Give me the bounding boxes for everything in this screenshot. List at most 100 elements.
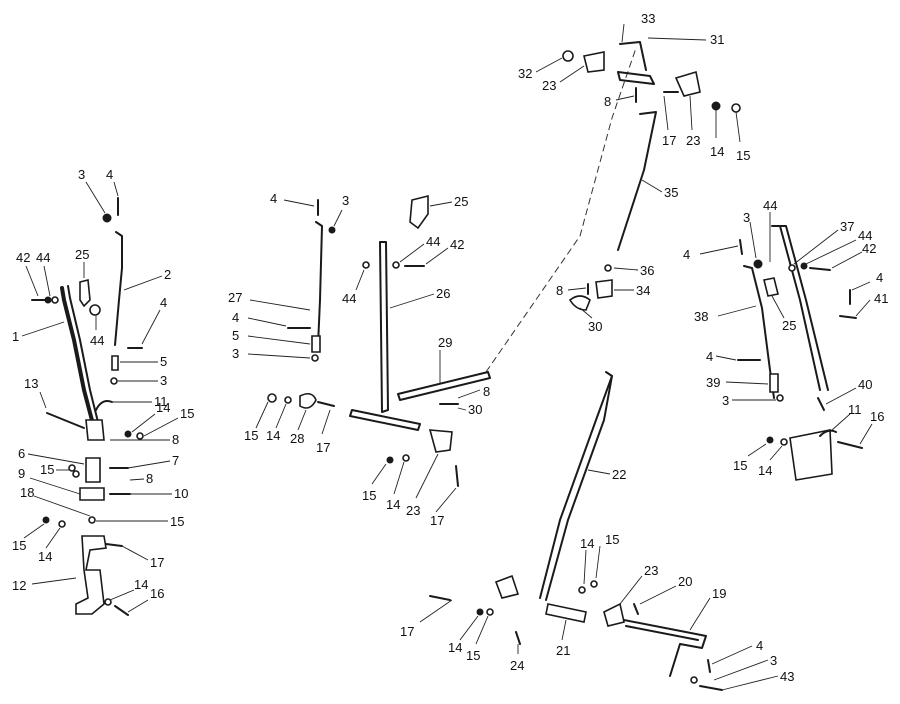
callout-label: 17	[662, 133, 676, 148]
callout: 32	[518, 57, 563, 81]
right-lever-assembly	[737, 225, 863, 481]
callout-label: 3	[743, 210, 750, 225]
callout: 16	[127, 586, 164, 613]
callout: 15	[143, 406, 194, 437]
callout-label: 25	[782, 318, 796, 333]
callout: 37	[793, 219, 854, 265]
callout-label: 34	[636, 283, 650, 298]
callout-label: 41	[874, 291, 888, 306]
callout: 21	[556, 619, 570, 658]
callout-label: 16	[870, 409, 884, 424]
callout-label: 4	[756, 638, 763, 653]
callout-label: 14	[448, 640, 462, 655]
callout-label: 26	[436, 286, 450, 301]
bottom-pedal-assembly	[429, 371, 723, 691]
callout: 36	[613, 263, 654, 278]
callout: 13	[24, 376, 47, 409]
callout-label: 15	[733, 458, 747, 473]
callout: 9	[18, 466, 81, 495]
callout: 30	[457, 402, 482, 417]
callout: 11	[831, 402, 862, 431]
callout-label: 37	[840, 219, 854, 234]
callout: 22	[587, 467, 626, 482]
callout-label: 15	[244, 428, 258, 443]
callout-label: 11	[848, 402, 862, 417]
callout-label: 17	[400, 624, 414, 639]
callout: 15	[733, 443, 767, 473]
callout: 43	[721, 669, 794, 691]
callout: 40	[825, 377, 872, 405]
callout: 3	[713, 653, 777, 681]
callout: 26	[389, 286, 450, 309]
callout: 14	[109, 577, 148, 601]
callout-label: 44	[36, 250, 50, 265]
callout: 14	[580, 536, 594, 585]
callout-label: 42	[450, 237, 464, 252]
callout: 14	[710, 110, 724, 159]
callout-label: 9	[18, 466, 25, 481]
callout-label: 8	[604, 94, 611, 109]
callout: 29	[438, 335, 452, 384]
callout-label: 4	[160, 295, 167, 310]
callout: 8	[129, 471, 153, 486]
callout-label: 7	[172, 453, 179, 468]
callout-label: 2	[164, 267, 171, 282]
callout-label: 42	[16, 250, 30, 265]
callout-label: 3	[160, 373, 167, 388]
callout-label: 19	[712, 586, 726, 601]
callout-label: 23	[644, 563, 658, 578]
callout-label: 44	[858, 228, 872, 243]
callout: 15	[96, 514, 184, 529]
callout-label: 21	[556, 643, 570, 658]
callout-label: 14	[580, 536, 594, 551]
callout: 25	[429, 194, 468, 209]
callout-label: 42	[862, 241, 876, 256]
callout-label: 14	[266, 428, 280, 443]
callout: 18	[20, 485, 91, 517]
callout: 4	[106, 167, 119, 197]
callout: 24	[510, 644, 524, 673]
callout: 23	[619, 563, 658, 605]
callout: 17	[430, 487, 457, 528]
callout-label: 23	[406, 503, 420, 518]
callout: 17	[662, 95, 676, 148]
callout-label: 13	[24, 376, 38, 391]
callout: 25	[75, 247, 89, 278]
callout-label: 3	[232, 346, 239, 361]
callout-label: 15	[180, 406, 194, 421]
callout-label: 33	[641, 11, 655, 26]
callout-label: 17	[316, 440, 330, 455]
callout-label: 14	[134, 577, 148, 592]
callout: 8	[604, 94, 635, 109]
callout: 8	[556, 283, 587, 298]
callout: 14	[758, 445, 783, 478]
callout-label: 14	[156, 400, 170, 415]
callout: 42	[16, 250, 39, 297]
callout-label: 44	[90, 333, 104, 348]
callout: 44	[90, 316, 104, 348]
callout-label: 15	[466, 648, 480, 663]
callout-label: 11	[154, 394, 168, 409]
callout-label: 35	[664, 185, 678, 200]
center-shaft-assembly	[267, 47, 637, 487]
callout: 15	[40, 462, 70, 477]
callout: 25	[771, 295, 796, 333]
callout: 3	[118, 373, 167, 388]
callout: 17	[400, 599, 453, 639]
callout: 42	[831, 241, 876, 269]
callout-label: 4	[706, 349, 713, 364]
callout: 11	[112, 394, 168, 409]
callout-label: 23	[542, 78, 556, 93]
callout: 1	[12, 321, 65, 344]
callout: 33	[621, 11, 655, 43]
callout-label: 15	[362, 488, 376, 503]
callout: 4	[270, 191, 315, 207]
callout: 42	[425, 237, 464, 265]
callout-label: 25	[75, 247, 89, 262]
callout-label: 3	[78, 167, 85, 182]
callout: 6	[18, 446, 85, 465]
callout: 44	[342, 269, 365, 306]
callout: 15	[12, 523, 45, 553]
callout: 16	[859, 409, 884, 445]
callout-label: 23	[686, 133, 700, 148]
